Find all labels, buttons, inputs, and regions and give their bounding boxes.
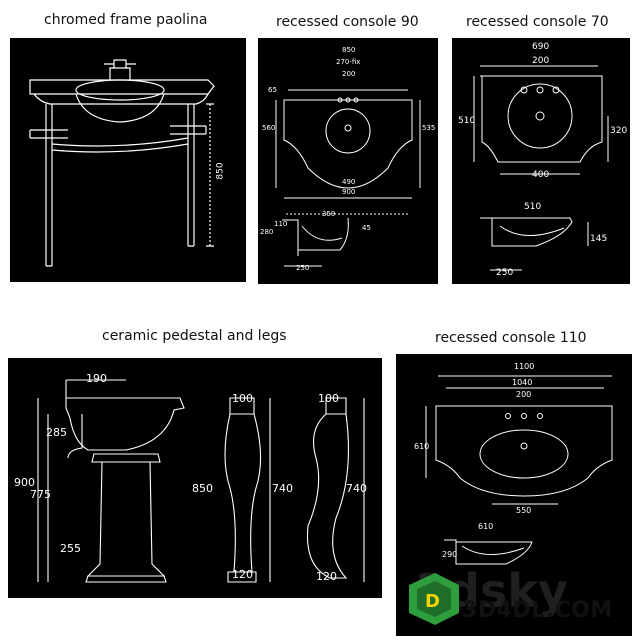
dim-ped-height-total: 900 — [14, 476, 35, 489]
dim-70-tap: 200 — [532, 56, 550, 66]
dim-90-side-right: 45 — [362, 224, 371, 232]
chromed-frame-drawing — [29, 59, 215, 267]
dim-90-depth-left: 560 — [262, 124, 276, 132]
dim-110-depth: 610 — [414, 442, 430, 451]
dim-frame-height: 850 — [215, 162, 226, 180]
caption-pedestal: ceramic pedestal and legs — [102, 328, 287, 344]
dim-110-overall: 1100 — [514, 362, 535, 371]
dim-ped-leg2-height: 740 — [346, 482, 367, 495]
dim-70-depth-right: 320 — [610, 126, 628, 136]
dim-90-side-height: 280 — [260, 228, 274, 236]
dim-ped-column-top: 100 — [232, 392, 253, 405]
pedestal-drawing — [37, 379, 365, 583]
dim-90-tap: 200 — [342, 70, 356, 78]
dim-90-side-bottom: 250 — [296, 264, 310, 272]
dim-90-depth-right: 535 — [422, 124, 436, 132]
dim-ped-basin-height: 285 — [46, 426, 67, 439]
dim-ped-column-bottom: 120 — [232, 568, 253, 581]
panel-chromed-frame: 850 — [10, 38, 246, 282]
dim-70-depth-left: 510 — [458, 116, 476, 126]
dim-70-side-bottom: 250 — [496, 268, 514, 278]
dim-90-fix: 270-fix — [336, 58, 361, 66]
dim-70-side-depth: 510 — [524, 202, 542, 212]
dim-90-overall: 900 — [342, 188, 356, 196]
dim-ped-base-height: 255 — [60, 542, 81, 555]
panel-console-70: 690 200 510 320 400 510 145 250 — [452, 38, 630, 284]
dim-70-side-height: 145 — [590, 234, 608, 244]
watermark-logo-icon: 3dsky D — [409, 564, 568, 625]
console-110-drawing — [425, 375, 613, 565]
dim-ped-leg-height: 740 — [272, 482, 293, 495]
dim-90-side-mid: 110 — [274, 220, 288, 228]
console-70-drawing — [473, 65, 609, 271]
console-90-drawing — [275, 89, 421, 267]
dim-90-side-depth: 359 — [322, 210, 336, 218]
dim-110-side-height: 290 — [442, 550, 458, 559]
watermark-text: 3D4DL.COM — [462, 598, 613, 623]
dim-110-tap: 200 — [516, 390, 532, 399]
dim-ped-height-rim: 775 — [30, 488, 51, 501]
dim-ped-leg-bottom: 120 — [316, 570, 337, 583]
dim-90-left-small: 65 — [268, 86, 277, 94]
caption-console-90: recessed console 90 — [276, 14, 419, 30]
panel-pedestal: 190 900 775 285 255 100 850 120 740 100 … — [8, 358, 382, 598]
dim-90-top-width: 850 — [342, 46, 356, 54]
dim-90-bowl: 490 — [342, 178, 356, 186]
dim-ped-column-height: 850 — [192, 482, 213, 495]
caption-console-70: recessed console 70 — [466, 14, 609, 30]
dim-ped-leg-top: 100 — [318, 392, 339, 405]
dim-110-bowl: 550 — [516, 506, 532, 515]
dim-ped-basin-depth: 190 — [86, 372, 107, 385]
caption-chromed-frame: chromed frame paolina — [44, 12, 208, 28]
dim-70-top-width: 690 — [532, 42, 550, 52]
svg-text:D: D — [425, 591, 440, 612]
panel-console-90: 850 270-fix 200 65 560 535 490 900 359 2… — [258, 38, 438, 284]
dim-110-side-depth: 610 — [478, 522, 494, 531]
dim-110-top-width: 1040 — [512, 378, 533, 387]
caption-console-110: recessed console 110 — [435, 330, 587, 346]
dim-70-bowl: 400 — [532, 170, 550, 180]
